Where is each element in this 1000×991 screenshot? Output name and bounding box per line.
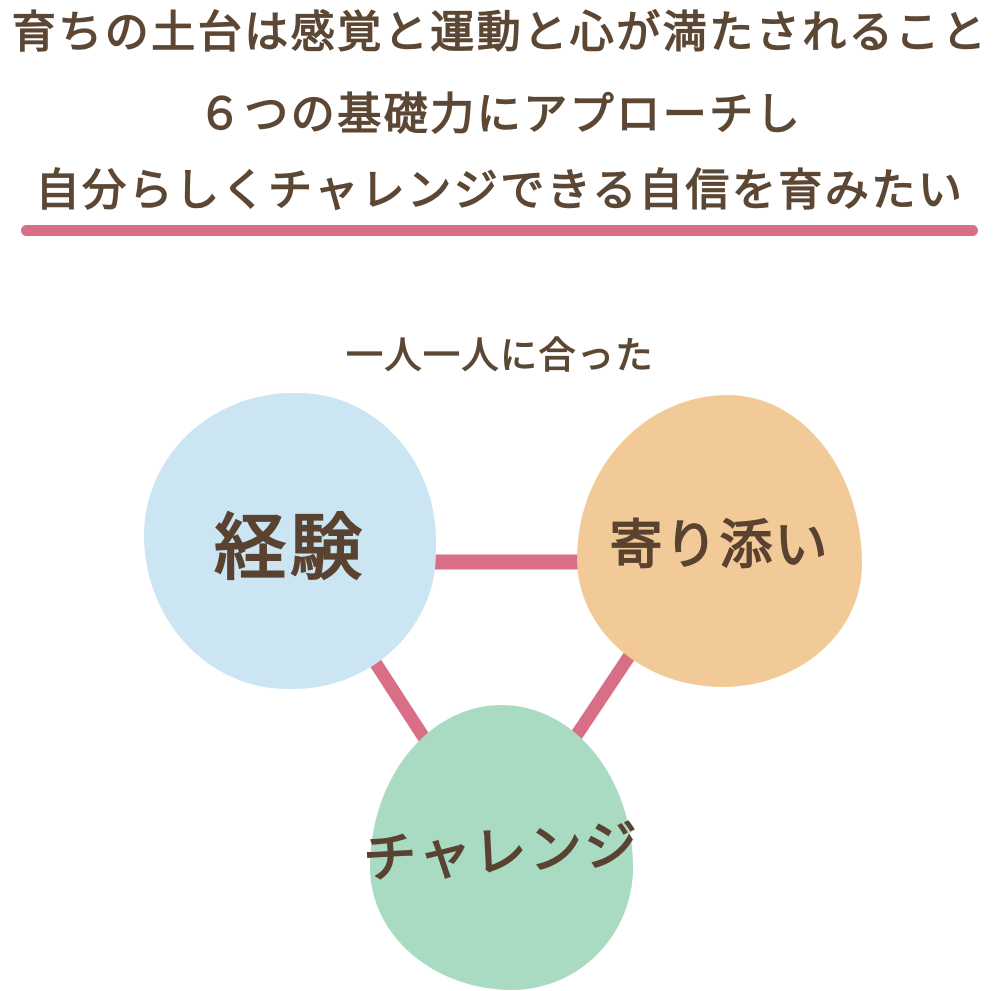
node-challenge: チャレンジ — [362, 705, 642, 990]
subheading-label: 一人一人に合った — [346, 335, 654, 376]
node-support: 寄り添い — [577, 395, 862, 687]
node-support-label: 寄り添い — [609, 516, 830, 575]
node-experience: 経験 — [144, 393, 436, 689]
node-challenge-label: チャレンジ — [361, 815, 642, 889]
heading-line-1: 育ちの土台は感覚と運動と心が満たされること — [11, 8, 989, 57]
heading-line-2: ６つの基礎力にアプローチし — [197, 90, 803, 139]
heading-line-3: 自分らしくチャレンジできる自信を育みたい — [35, 166, 965, 215]
heading-underline — [21, 225, 978, 236]
node-experience-label: 経験 — [213, 508, 366, 589]
